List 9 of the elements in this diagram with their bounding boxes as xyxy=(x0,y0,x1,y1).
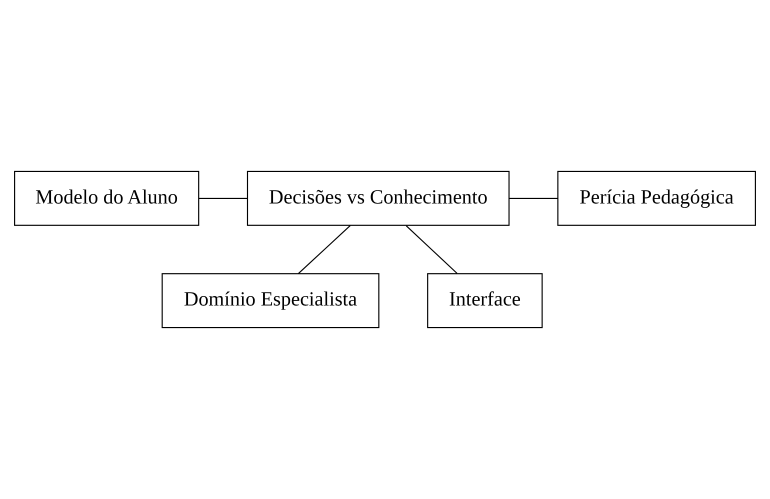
connector xyxy=(298,225,351,274)
connector xyxy=(198,198,248,199)
connector xyxy=(509,198,558,199)
node-box: Domínio Especialista xyxy=(162,273,380,328)
node-box: Interface xyxy=(427,273,543,328)
connector xyxy=(406,225,458,274)
node-box: Modelo do Aluno xyxy=(14,170,200,226)
node-box: Decisões vs Conhecimento xyxy=(246,170,510,226)
node-box: Perícia Pedagógica xyxy=(557,170,756,226)
